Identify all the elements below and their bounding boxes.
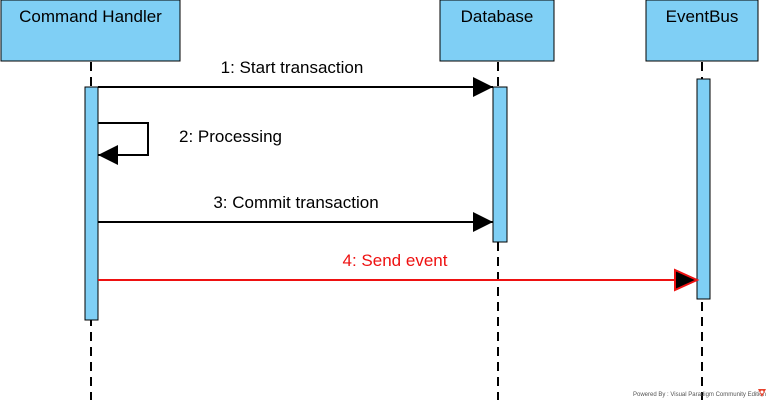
participant-label: Database: [461, 7, 534, 26]
message-label: 1: Start transaction: [221, 58, 364, 77]
activation-bar-eventbus[interactable]: [696, 78, 711, 300]
visual-paradigm-logo-icon: [758, 389, 766, 397]
participant-database[interactable]: Database: [439, 0, 555, 62]
message-arrow: [98, 122, 149, 165]
message-arrowhead: [674, 268, 700, 292]
participant-label: EventBus: [666, 7, 739, 26]
participant-eventbus[interactable]: EventBus: [645, 0, 759, 62]
participant-box: [439, 0, 555, 62]
message-start-transaction[interactable]: 1: Start transaction: [98, 58, 493, 97]
activation-bar-command-handler[interactable]: [84, 86, 99, 321]
participant-label: Command Handler: [19, 7, 162, 26]
message-label: 3: Commit transaction: [213, 193, 378, 212]
message-label: 2: Processing: [179, 127, 282, 146]
participant-command-handler[interactable]: Command Handler: [0, 0, 181, 62]
participant-box: [0, 0, 181, 62]
message-label: 4: Send event: [343, 251, 448, 270]
footer: Powered By : Visual Paradigm Community E…: [633, 389, 766, 398]
participant-box: [645, 0, 759, 62]
activation-bar-database[interactable]: [492, 86, 508, 243]
footer-text: Powered By : Visual Paradigm Community E…: [633, 392, 766, 398]
message-processing[interactable]: 2: Processing: [98, 122, 282, 165]
message-commit-transaction[interactable]: 3: Commit transaction: [98, 193, 493, 232]
message-send-event[interactable]: 4: Send event: [98, 251, 700, 292]
